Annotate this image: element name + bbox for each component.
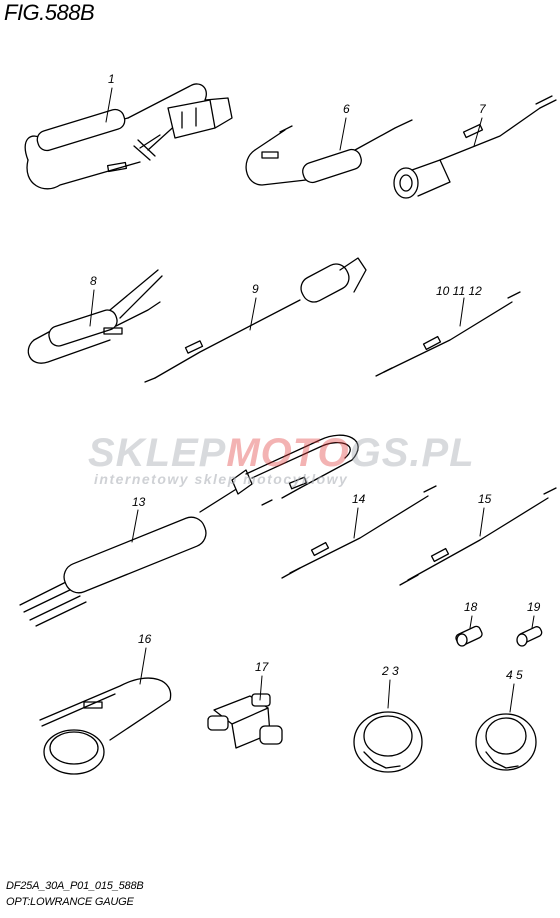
watermark-tagline: internetowy sklep motocyklowy [94, 471, 349, 487]
part-15-cable-drawing [399, 487, 557, 586]
callout-part-15: 15 [478, 492, 492, 506]
callout-part-14: 14 [352, 492, 366, 506]
watermark-brand-part1: SKLEP [88, 431, 227, 475]
callout-part-8: 8 [90, 274, 97, 288]
callout-part-2-3: 2 3 [382, 664, 399, 678]
part-4-5-grommet-drawing [475, 713, 537, 771]
callout-part-13: 13 [132, 495, 146, 509]
callout-part-19: 19 [527, 600, 541, 614]
part-8-harness-drawing [27, 269, 163, 364]
footer-code: DF25A_30A_P01_015_588B [6, 880, 144, 892]
part-2-3-grommet-drawing [353, 711, 423, 773]
part-1-harness-drawing [24, 83, 233, 190]
part-6-harness-drawing [245, 119, 413, 186]
part-18-connector-drawing [455, 625, 483, 647]
part-16-sensor-drawing [39, 677, 172, 775]
watermark-brand-part3: GS.PL [349, 431, 475, 475]
callout-part-16: 16 [138, 632, 152, 646]
footer-caption: OPT:LOWRANCE GAUGE [6, 896, 134, 908]
callout-part-17: 17 [255, 660, 269, 674]
watermark-brand: SKLEPMOTOGS.PL [88, 431, 475, 476]
callout-leaders [89, 87, 535, 713]
callout-part-6: 6 [343, 102, 350, 116]
part-19-connector-drawing [516, 626, 543, 647]
part-10-cable-drawing [375, 291, 521, 377]
watermark-brand-part2: MOTO [226, 431, 350, 475]
part-7-connector-drawing [393, 95, 557, 199]
callout-part-9: 9 [252, 282, 259, 296]
part-14-cable-drawing [281, 485, 437, 579]
callout-part-4-5: 4 5 [506, 668, 523, 682]
callout-part-10-11-12: 10 11 12 [436, 284, 482, 298]
part-13-harness-drawing [19, 434, 359, 627]
figure-title: FIG.588B [4, 0, 95, 25]
callout-part-7: 7 [479, 102, 486, 116]
callout-part-1: 1 [108, 72, 115, 86]
part-9-sensor-drawing [144, 257, 367, 383]
callout-part-18: 18 [464, 600, 478, 614]
part-17-connector-drawing [207, 693, 283, 749]
